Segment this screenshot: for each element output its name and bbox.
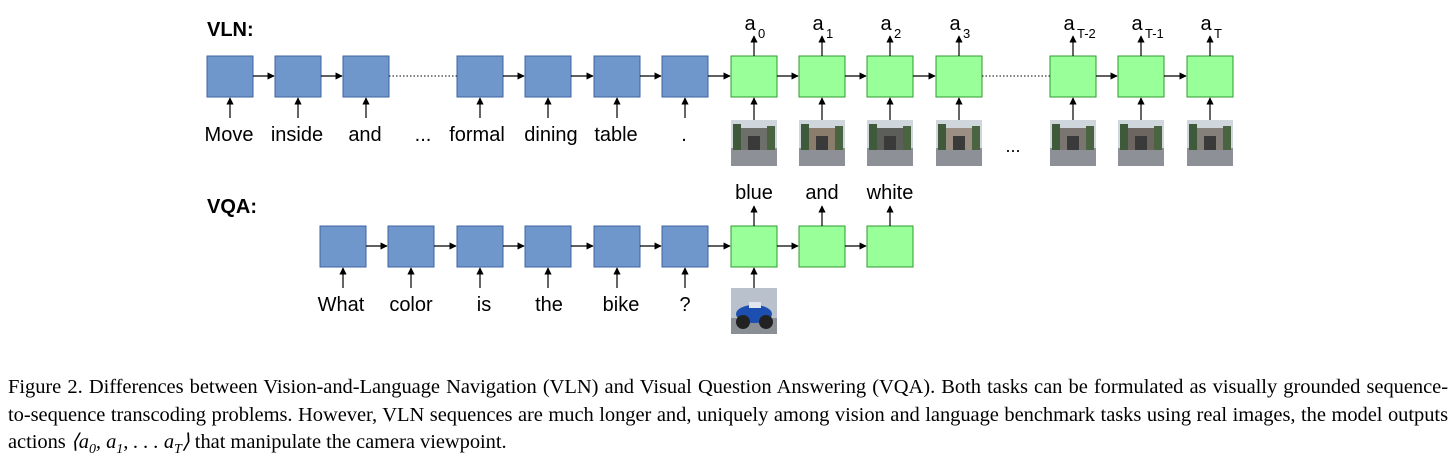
caption-math: ⟨a0, a1, . . . aT⟩ (70, 431, 190, 458)
vqa-sequence: What color is the bike? blue and white (318, 182, 914, 334)
vln-encoder-cell (206, 55, 254, 98)
vqa-answer-word: and (805, 182, 838, 204)
vln-action-label: a (812, 13, 824, 35)
vqa-title: VQA: (207, 196, 257, 218)
vln-view-image (867, 120, 913, 166)
vln-encoder-cell (342, 55, 390, 98)
vqa-bike-image (731, 288, 777, 334)
seq2seq-diagram: VLN: VQA: Move inside and... formal dining ta… (205, 13, 1234, 334)
vln-action-label: a (1063, 13, 1075, 35)
caption-text-before: Figure 2. Differences between Vision-and… (8, 376, 1448, 453)
vln-encoder-cell (456, 55, 504, 98)
vqa-decoder-cell (798, 225, 846, 268)
vln-view-image (799, 120, 845, 166)
vln-action-subscript: 2 (894, 26, 901, 41)
vln-view-image (1050, 120, 1096, 166)
vln-view-image (1118, 120, 1164, 166)
vln-action-label: a (1131, 13, 1143, 35)
vln-title: VLN: (207, 19, 254, 41)
vln-view-image (936, 120, 982, 166)
vqa-decoder-cell (866, 225, 914, 268)
vln-action-label: a (880, 13, 892, 35)
vln-action-label: a (744, 13, 756, 35)
vln-decoder-cell (935, 55, 983, 98)
vqa-answer-word: white (866, 182, 914, 204)
vln-action-label: a (1200, 13, 1212, 35)
vln-action-subscript: T-1 (1145, 26, 1164, 41)
vqa-input-word: ? (679, 294, 690, 316)
figure-caption: Figure 2. Differences between Vision-and… (8, 374, 1448, 464)
image-ellipsis: ... (1005, 136, 1020, 156)
vqa-encoder-cell (524, 225, 572, 268)
vln-input-word: and (348, 124, 381, 146)
vqa-input-word: is (477, 294, 491, 316)
vqa-encoder-cell (456, 225, 504, 268)
vqa-encoder-cell (593, 225, 641, 268)
vqa-input-word: the (535, 294, 563, 316)
vln-decoder-cell (730, 55, 778, 98)
vln-action-subscript: T-2 (1077, 26, 1096, 41)
vln-input-word: Move (205, 124, 254, 146)
vln-decoder-cell (1049, 55, 1097, 98)
vqa-encoder-cell (661, 225, 709, 268)
vqa-input-word: bike (603, 294, 640, 316)
vqa-input-word: What (318, 294, 365, 316)
vln-input-word: table (594, 124, 637, 146)
vqa-answer-word: blue (735, 182, 773, 204)
vln-view-image (1187, 120, 1233, 166)
vln-decoder-cell (798, 55, 846, 98)
vln-input-word: inside (271, 124, 323, 146)
vln-view-image (731, 120, 777, 166)
vln-encoder-cell (661, 55, 709, 98)
vqa-encoder-cell (387, 225, 435, 268)
vln-encoder-cell (524, 55, 572, 98)
vln-input-word: ... (415, 124, 432, 146)
vln-input-word: . (681, 124, 687, 146)
vqa-encoder-cell (319, 225, 367, 268)
vqa-input-word: color (389, 294, 433, 316)
vln-action-subscript: T (1214, 26, 1222, 41)
caption-text-after: that manipulate the camera viewpoint. (189, 431, 507, 453)
vln-encoder-cell (593, 55, 641, 98)
vln-action-label: a (949, 13, 961, 35)
vln-encoder-cell (274, 55, 322, 98)
vln-action-subscript: 1 (826, 26, 833, 41)
vln-action-subscript: 3 (963, 26, 970, 41)
vln-action-subscript: 0 (758, 26, 765, 41)
vln-input-word: formal (449, 124, 505, 146)
vln-input-word: dining (524, 124, 577, 146)
vln-decoder-cell (866, 55, 914, 98)
vqa-decoder-cell (730, 225, 778, 268)
vln-decoder-cell (1186, 55, 1234, 98)
vln-decoder-cell (1117, 55, 1165, 98)
